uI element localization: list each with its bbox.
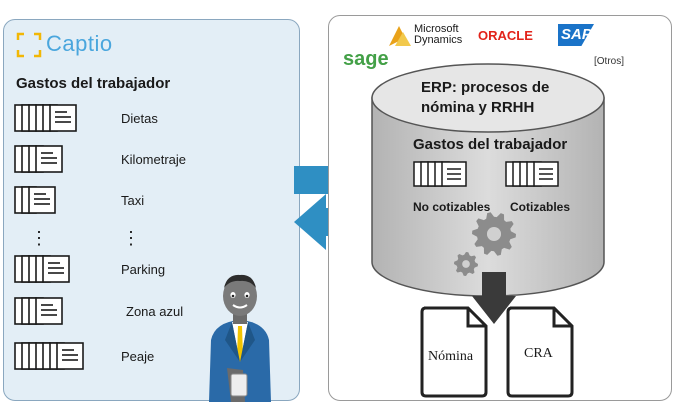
nomina-document-icon: [420, 306, 488, 398]
expense-docs-icon: [14, 341, 84, 376]
expense-docs-icon: [14, 185, 56, 220]
expense-label: Parking: [121, 262, 166, 277]
arrow-down-icon: [472, 272, 516, 324]
worker-illustration: [209, 274, 271, 402]
vendor-oracle: ORACLE: [478, 28, 533, 43]
vendor-sap: SAP: [561, 26, 592, 43]
expense-docs-icon: [14, 296, 63, 331]
captio-logo-icon: [16, 32, 42, 58]
erp-expenses-title: Gastos del trabajador: [413, 136, 568, 153]
expense-docs-icon: [14, 254, 70, 289]
cotizables-docs-icon: [505, 161, 559, 187]
expense-label: Taxi: [121, 193, 145, 208]
no-cotizables-label: No cotizables: [413, 200, 491, 214]
expense-docs-icon: [14, 144, 63, 179]
captio-logo: Captio: [46, 31, 113, 56]
gears-icon: [454, 212, 516, 276]
cra-document-icon: [506, 306, 574, 398]
expense-label: Dietas: [121, 111, 158, 126]
expense-docs-icon: [14, 103, 77, 138]
vendor-microsoft: Microsoft: [414, 23, 459, 35]
erp-title-line1: ERP: procesos de: [421, 79, 550, 96]
erp-database-cylinder: [371, 63, 605, 297]
cra-label: CRA: [524, 346, 553, 361]
vendor-dynamics: Dynamics: [414, 34, 463, 46]
ellipsis: ⋮: [30, 228, 48, 248]
left-title: Gastos del trabajador: [16, 75, 171, 92]
expense-label: Peaje: [121, 349, 155, 364]
cotizables-label: Cotizables: [510, 200, 571, 214]
ellipsis: ⋮: [122, 228, 140, 248]
expense-label: Zona azul: [126, 304, 184, 319]
erp-title-line2: nómina y RRHH: [421, 99, 535, 116]
expense-label: Kilometraje: [121, 152, 187, 167]
nomina-label: Nómina: [428, 349, 474, 364]
vendor-sage: sage: [343, 48, 389, 70]
no-cotizables-docs-icon: [413, 161, 467, 187]
microsoft-dynamics-icon: [389, 26, 411, 46]
vendor-others: [Otros]: [594, 56, 625, 67]
